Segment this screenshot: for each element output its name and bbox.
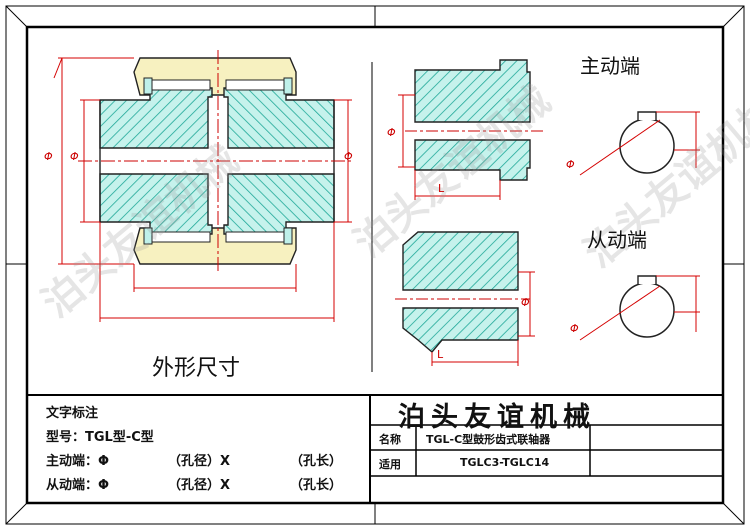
driving-dia-symbol: Φ <box>387 126 396 139</box>
outer-dimensions <box>53 57 352 322</box>
driven-end-title: 从动端 <box>587 228 647 252</box>
coupling-assembly <box>78 50 352 272</box>
driving-end-title: 主动端 <box>580 54 640 78</box>
driving-end-section <box>398 59 700 200</box>
driven-dia-symbol: Φ <box>521 296 530 309</box>
name-value: TGL-C型鼓形齿式联轴器 <box>426 433 551 446</box>
driven-length-symbol: L <box>437 348 444 361</box>
driven-line-label: 从动端：Φ <box>46 478 110 493</box>
driven-end-section <box>395 231 700 366</box>
apply-value: TGLC3-TGLC14 <box>460 456 550 469</box>
driven-key-dia-symbol: Φ <box>570 322 579 335</box>
drawing-frame <box>5 5 745 525</box>
hub-dia-symbol: Φ <box>70 150 79 163</box>
outer-size-title: 外形尺寸 <box>152 356 241 381</box>
apply-label: 适用 <box>379 458 401 471</box>
annotation-heading: 文字标注 <box>46 406 99 421</box>
title-block <box>27 394 723 503</box>
driven-bore-dia: （孔径）X <box>168 478 231 493</box>
outer-dia-symbol: Φ <box>44 150 53 163</box>
driven-bore-len: （孔长） <box>290 478 343 493</box>
company-name: 泊头友谊机械 <box>398 402 596 433</box>
driving-line-label: 主动端：Φ <box>46 454 110 469</box>
driving-bore-dia: （孔径）X <box>168 454 231 469</box>
driving-bore-len: （孔长） <box>290 454 343 469</box>
model-line: 型号：TGL型-C型 <box>46 430 154 445</box>
hub-dia-symbol-right: Φ <box>344 150 353 163</box>
driving-length-symbol: L <box>438 182 445 195</box>
name-label: 名称 <box>379 433 401 446</box>
driving-key-dia-symbol: Φ <box>566 158 575 171</box>
